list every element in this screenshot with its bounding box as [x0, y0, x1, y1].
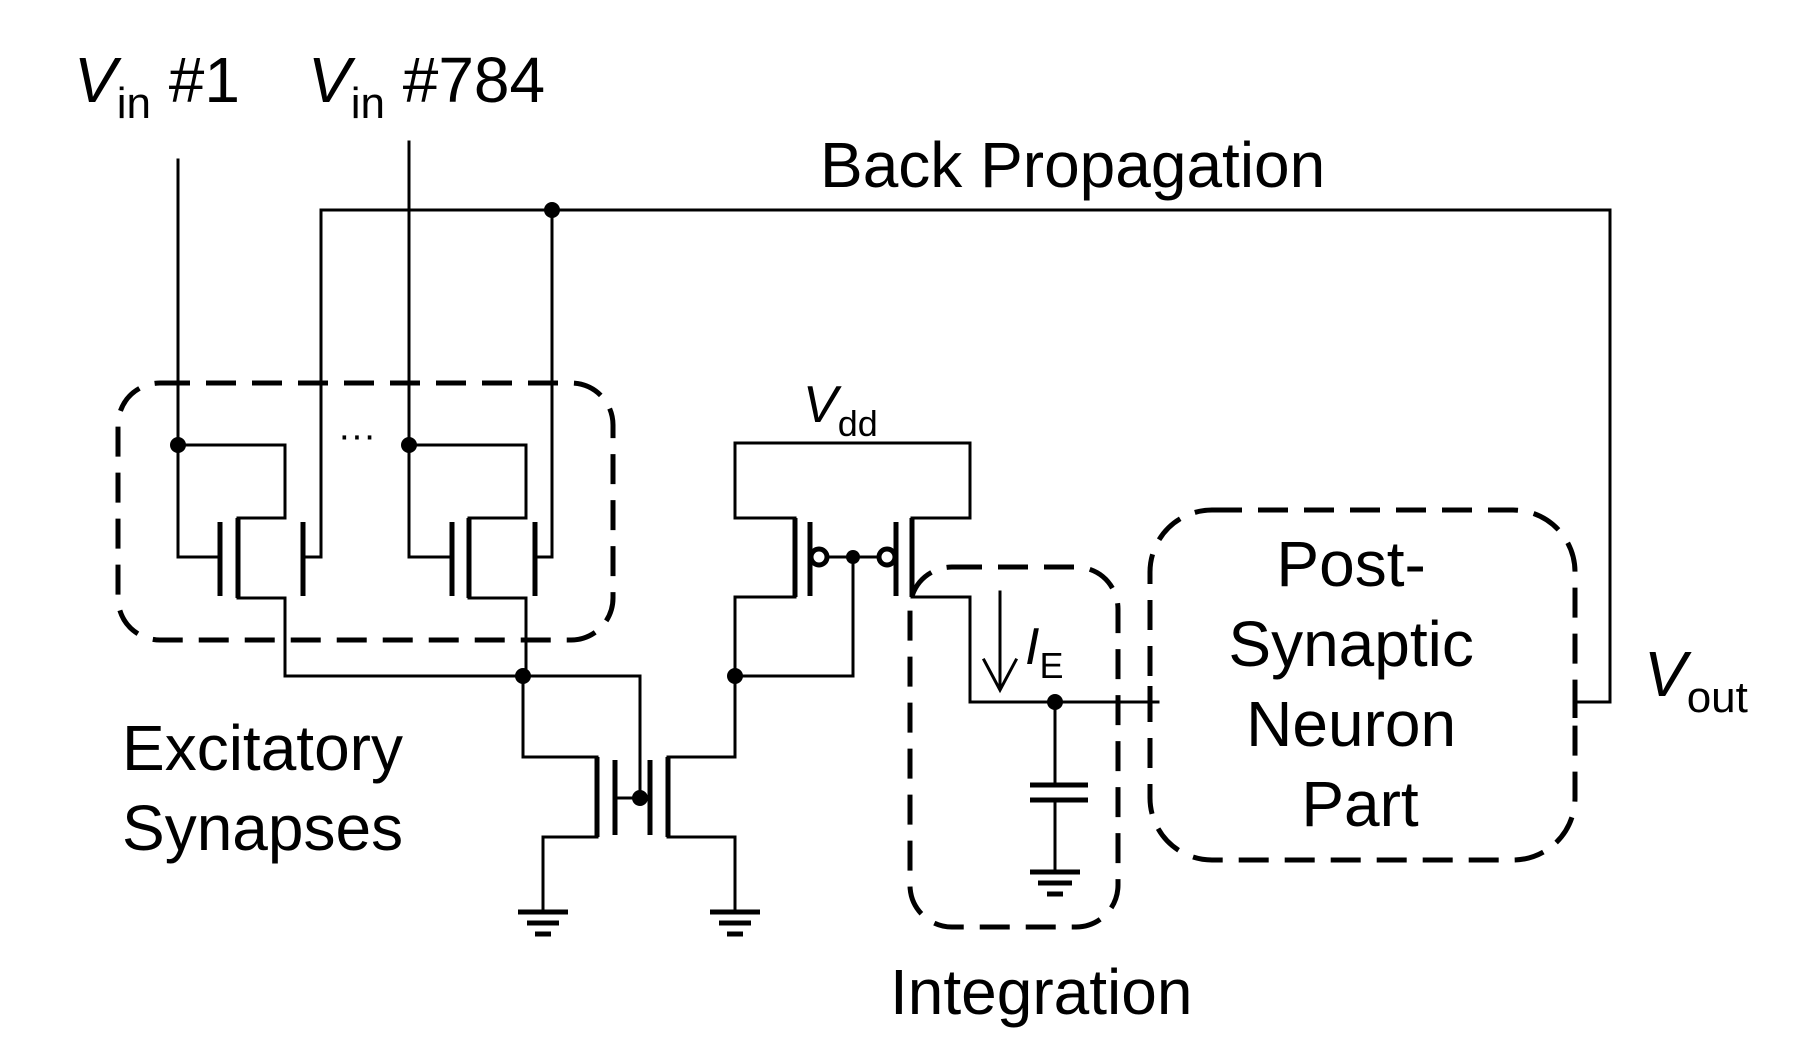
- integration-capacitor: [968, 694, 1160, 897]
- post-synaptic-neuron-label: Post- Synaptic Neuron Part: [1228, 528, 1491, 840]
- post-synaptic-neuron-box: [1147, 507, 1578, 863]
- current-arrow-icon: [981, 590, 1019, 694]
- ground-symbol-left: [518, 909, 568, 937]
- nmos-current-mirror: [521, 674, 737, 914]
- back-propagation-label: Back Propagation: [820, 129, 1325, 201]
- vin-784-label: Vin #784: [308, 44, 545, 128]
- vdd-label: Vdd: [803, 376, 878, 444]
- pmos-current-mirror: [727, 441, 972, 702]
- pmos-left-gate-bubble: [808, 546, 830, 568]
- vout-label: Vout: [1644, 638, 1748, 722]
- ellipsis-label: ···: [338, 415, 376, 457]
- excitatory-synapses-box: [115, 380, 616, 643]
- ie-label: IE: [1025, 618, 1063, 686]
- synapse-transistor-1: [170, 437, 323, 678]
- synapse-transistor-784: [401, 437, 554, 678]
- vin-1-label: Vin #1: [74, 44, 240, 128]
- excitatory-synapses-label: Excitatory Synapses: [122, 712, 421, 864]
- integration-box: [907, 564, 1121, 930]
- pmos-right-gate-bubble: [876, 546, 898, 568]
- synapse-output-node: [283, 668, 642, 684]
- back-propagation-junction: [544, 202, 560, 218]
- integration-label: Integration: [890, 956, 1192, 1028]
- ground-symbol-middle: [710, 909, 760, 937]
